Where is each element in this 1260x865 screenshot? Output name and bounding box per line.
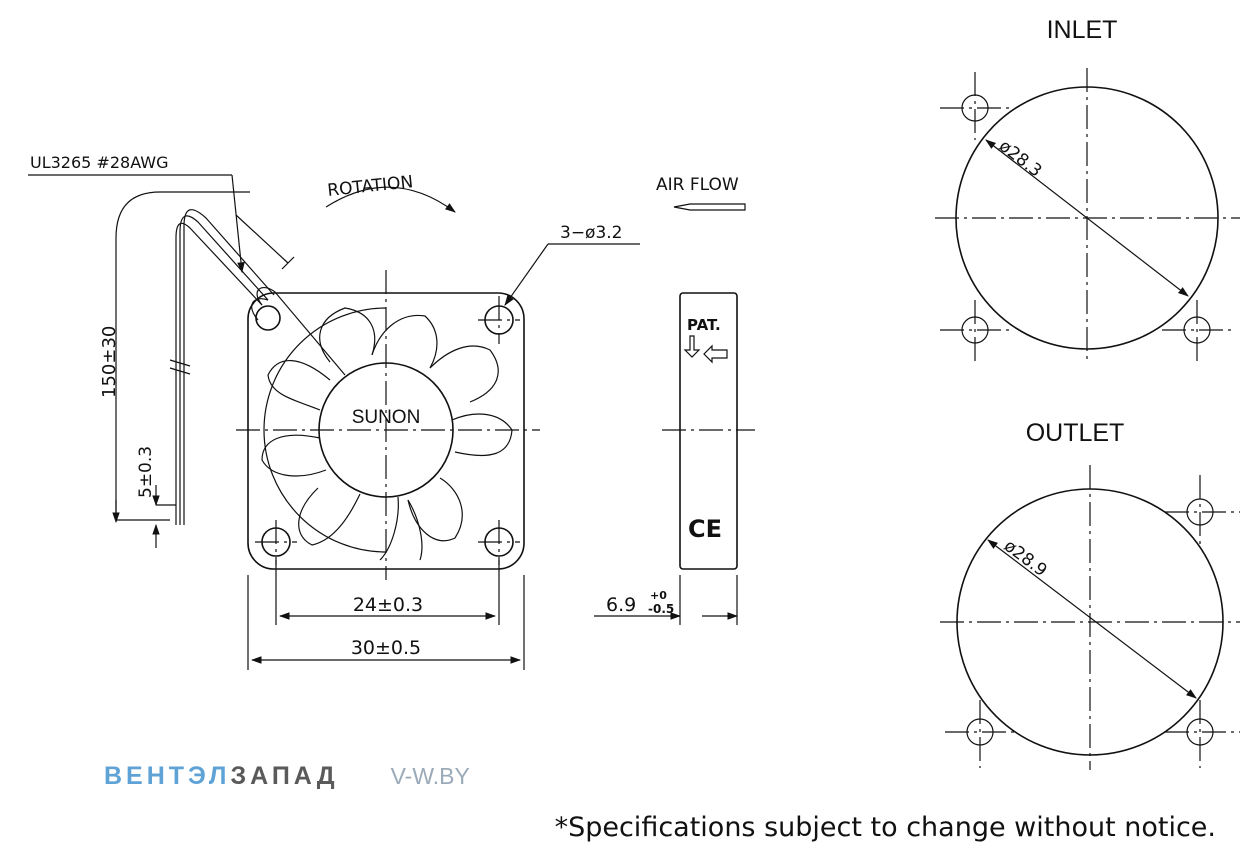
- strip-length-label: 5±0.3: [136, 446, 156, 498]
- holes-label: 3−ø3.2: [560, 223, 623, 243]
- hole-pitch-label: 24±0.3: [353, 594, 423, 616]
- watermark: ВЕНТЭЛЗАПАД V-W.BY: [104, 762, 470, 791]
- outlet-title: OUTLET: [1026, 419, 1125, 447]
- inlet-diameter-label: ø28.3: [995, 136, 1045, 181]
- watermark-part2: ЗАПАД: [230, 762, 339, 790]
- inlet-title: INLET: [1047, 16, 1118, 44]
- watermark-url: V-W.BY: [390, 763, 470, 789]
- lead-wires: [115, 191, 346, 525]
- outlet-diameter-label: ø28.9: [1000, 536, 1051, 581]
- specification-notice: *Specifications subject to change withou…: [554, 812, 1216, 843]
- brand-label: SUNON: [352, 407, 421, 428]
- lead-length-label: 150±30: [99, 326, 120, 398]
- thickness-tol-upper: +0: [650, 589, 667, 602]
- front-view: SUNON UL3265 #28AWG ROTATION AIR FLOW: [28, 153, 746, 670]
- side-view: PAT. CE 6.9 +0 -0.5: [594, 292, 755, 625]
- ce-mark: CE: [688, 515, 722, 543]
- fan-blades: [261, 307, 513, 561]
- airflow-arrow: [673, 203, 746, 211]
- watermark-part1: ВЕНТЭЛ: [104, 762, 231, 790]
- mounting-holes: [255, 305, 514, 557]
- rotation-label: ROTATION: [326, 172, 414, 201]
- thickness-tol-lower: -0.5: [648, 602, 674, 616]
- patent-label: PAT.: [687, 316, 721, 334]
- thickness-label: 6.9: [606, 594, 636, 616]
- airflow-label: AIR FLOW: [656, 175, 739, 195]
- fan-side-profile: [679, 292, 738, 570]
- wire-spec-label: UL3265 #28AWG: [30, 153, 168, 172]
- inlet-view: INLET ø28.3: [935, 16, 1240, 365]
- frame-size-label: 30±0.5: [351, 637, 421, 659]
- outlet-view: OUTLET ø28.9: [940, 419, 1240, 770]
- rotation-arrow: [325, 186, 456, 213]
